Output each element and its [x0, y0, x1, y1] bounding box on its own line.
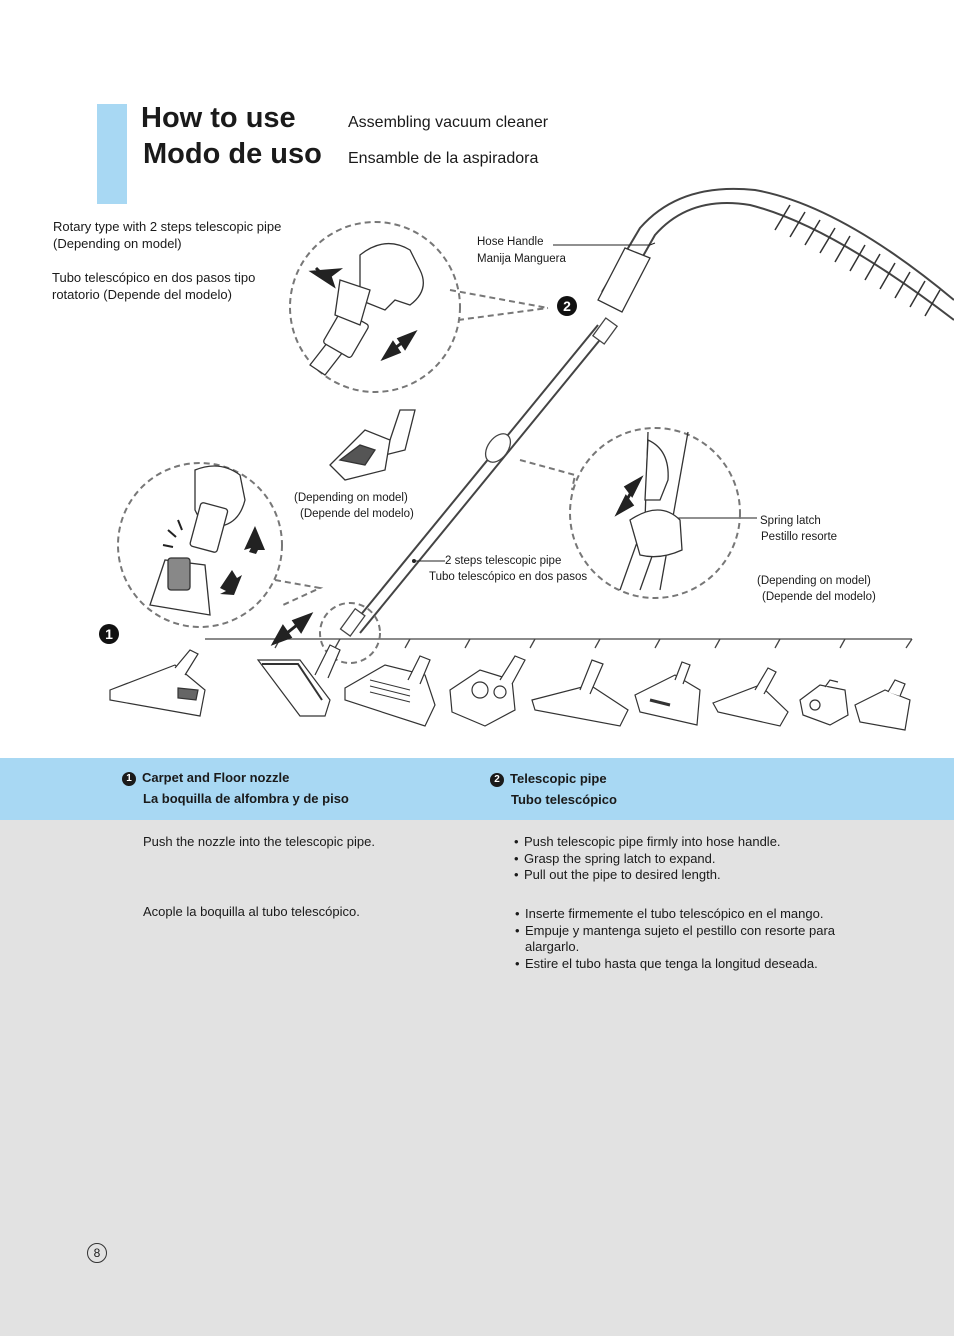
nozzle-4-icon	[449, 655, 526, 727]
hose-handle-grip	[597, 247, 651, 313]
latch-arrow-icon	[614, 475, 644, 517]
page-subtitle-en: Assembling vacuum cleaner	[348, 114, 549, 131]
pipe-label-es: Tubo telescópico en dos pasos	[429, 571, 588, 583]
rotary-label-es-1: Tubo telescópico en dos pasos tipo	[52, 270, 256, 285]
small-nozzle-icon	[329, 409, 416, 481]
marker-2-label: 2	[563, 298, 571, 314]
page-number: 8	[87, 1243, 107, 1263]
nozzle-attach-closeup	[149, 465, 246, 616]
hose-handle-label-en: Hose Handle	[477, 236, 544, 248]
bullet-es-1: Inserte firmemente el tubo telescópico e…	[515, 906, 860, 923]
spring-latch-label-en: Spring latch	[760, 515, 821, 527]
nozzle-1-icon	[109, 649, 206, 717]
rotary-label-en-1: Rotary type with 2 steps telescopic pipe	[53, 219, 282, 234]
nozzle-7-icon	[712, 667, 789, 727]
nozzle-lineup	[109, 644, 911, 731]
nozzle-6-icon	[634, 661, 701, 726]
page-title-es: Modo de uso	[143, 138, 322, 170]
hose-coil	[774, 204, 941, 317]
marker-1-label: 1	[105, 626, 113, 642]
section-header-band	[0, 758, 954, 820]
bullet-en-3: Pull out the pipe to desired length.	[514, 867, 894, 884]
attach-arrows-icon	[220, 526, 265, 595]
header-accent-bar	[97, 104, 127, 204]
instructions-panel	[0, 820, 954, 1336]
bullet-es-2: Empuje y mantenga sujeto el pestillo con…	[515, 923, 860, 956]
page-subtitle-es: Ensamble de la aspiradora	[348, 150, 539, 167]
section-2-bullets-en: Push telescopic pipe firmly into hose ha…	[514, 834, 894, 884]
rotary-label-en-2: (Depending on model)	[53, 236, 182, 251]
rotary-pipe-closeup	[309, 243, 424, 376]
depending-label-es: (Depende del modelo)	[300, 508, 414, 520]
section-1-number: 1	[122, 772, 136, 786]
bullet-en-1: Push telescopic pipe firmly into hose ha…	[514, 834, 894, 851]
section-1-title-es: La boquilla de alfombra y de piso	[143, 791, 349, 806]
depending-label-en: (Depending on model)	[294, 492, 408, 504]
depending2-label-en: (Depending on model)	[757, 575, 871, 587]
attach-direction-arrow-icon	[270, 612, 314, 646]
section-1-title-en: Carpet and Floor nozzle	[142, 770, 290, 785]
section-2-number: 2	[490, 773, 504, 787]
click-marks-icon	[162, 519, 183, 548]
section-1-text-es: Acople la boquilla al tubo telescópico.	[143, 904, 360, 919]
nozzle-8-icon	[799, 679, 849, 726]
page-title-en: How to use	[141, 102, 296, 134]
spring-latch-label-es: Pestillo resorte	[761, 531, 838, 543]
push-arrow-icon	[308, 266, 344, 289]
marker-2: 2	[557, 296, 577, 316]
nozzle-5-icon	[531, 659, 629, 727]
pipe-label-en: 2 steps telescopic pipe	[445, 555, 562, 567]
bullet-es-3: Estire el tubo hasta que tenga la longit…	[515, 956, 860, 973]
rotary-label-es-2: rotatorio (Depende del modelo)	[52, 287, 232, 302]
spring-latch-closeup	[619, 431, 689, 591]
section-2-header: 2 Telescopic pipe Tubo telescópico	[490, 768, 617, 810]
assembly-illustration: 2 1	[99, 187, 954, 731]
extend-arrow-icon	[380, 329, 418, 362]
section-2-title-en: Telescopic pipe	[510, 771, 607, 786]
bullet-en-2: Grasp the spring latch to expand.	[514, 851, 894, 868]
nozzle-2-icon	[256, 644, 341, 717]
section-2-title-es: Tubo telescópico	[511, 792, 617, 807]
depending2-label-es: (Depende del modelo)	[762, 591, 876, 603]
nozzle-9-icon	[854, 679, 911, 731]
marker-1: 1	[99, 624, 119, 644]
section-1-text-en: Push the nozzle into the telescopic pipe…	[143, 834, 375, 849]
nozzle-3-icon	[344, 655, 436, 727]
section-1-header: 1 Carpet and Floor nozzle La boquilla de …	[122, 767, 349, 809]
section-2-bullets-es: Inserte firmemente el tubo telescópico e…	[515, 906, 860, 972]
hose-handle-label-es: Manija Manguera	[477, 253, 566, 265]
